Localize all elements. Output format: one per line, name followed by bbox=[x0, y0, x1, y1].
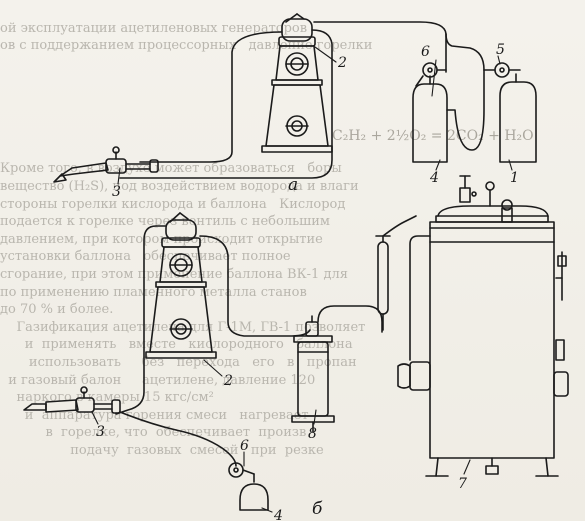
background-text-line: и газовый балон ацетилене, давление 120 bbox=[0, 372, 316, 388]
torch-b bbox=[23, 386, 121, 414]
label-a1: 1 bbox=[510, 170, 519, 186]
background-text-line: и применять вместе кислородного баллона bbox=[0, 337, 353, 353]
hose-a-acetylene-2 bbox=[139, 31, 283, 163]
torch-a bbox=[53, 146, 159, 183]
hose-a-between bbox=[446, 69, 485, 151]
label-b8: 8 bbox=[308, 426, 317, 442]
label-b6: 6 bbox=[240, 438, 249, 454]
hose-b-washer-out bbox=[317, 305, 383, 333]
background-text-line: Газификация ацетилена для Г-1М, ГВ-1 поз… bbox=[0, 319, 366, 335]
cylinder-a4 bbox=[412, 62, 448, 163]
label-b4: 4 bbox=[273, 508, 283, 521]
label-a2: 2 bbox=[337, 55, 347, 71]
background-text-line: до 70 % и более. bbox=[0, 302, 114, 318]
background-text-line: ой эксплуатации ацетиленовых генераторов bbox=[0, 20, 308, 36]
background-text-line: стороны горелки кислорода и баллона Кисл… bbox=[0, 196, 346, 212]
cylinder-a1 bbox=[483, 62, 537, 163]
background-text-line: в горелке, что обеспечивает произв bbox=[0, 425, 307, 441]
hose-a-oxygen bbox=[445, 33, 485, 71]
caption-b: б bbox=[312, 499, 323, 519]
background-text-line: подачу газовых смесей при резке bbox=[0, 443, 324, 458]
hose-a-acetylene bbox=[119, 29, 333, 179]
label-b2: 2 bbox=[223, 373, 233, 389]
diagram-a bbox=[53, 13, 537, 183]
washer-8 bbox=[291, 315, 335, 433]
background-text-line: ов с поддержанием процессорных давление … bbox=[0, 38, 373, 54]
background-text-line: по применению пламенного металла станов bbox=[0, 284, 307, 300]
label-a5: 5 bbox=[496, 42, 505, 58]
separator-tube bbox=[375, 215, 417, 331]
hose-b-to-washer bbox=[199, 235, 311, 337]
label-a4: 4 bbox=[429, 170, 439, 186]
background-text-line: использовать без перехода его в пропан bbox=[0, 355, 357, 370]
background-text-line: вещество (H₂S), под воздействием водород… bbox=[0, 179, 359, 194]
generator-7 bbox=[397, 175, 569, 477]
background-text-line: подается к горелке через вентиль с небол… bbox=[0, 214, 331, 230]
caption-a: а bbox=[288, 175, 298, 195]
generator-a bbox=[261, 13, 333, 153]
background-text-line: установки баллона обеспечивает полное bbox=[0, 249, 291, 265]
label-a6: 6 bbox=[421, 44, 430, 60]
label-b3: 3 bbox=[96, 424, 105, 440]
cylinder-b4 bbox=[228, 462, 269, 511]
diagram-b bbox=[23, 175, 569, 511]
hose-b-acetylene bbox=[115, 225, 167, 415]
hose-b-oxygen bbox=[119, 411, 237, 467]
generator-b bbox=[145, 212, 217, 359]
label-a3: 3 bbox=[112, 184, 121, 200]
hose-a-top bbox=[313, 21, 447, 73]
label-b7: 7 bbox=[458, 476, 467, 492]
background-text-line: давлением, при котором происходит открыт… bbox=[0, 231, 323, 247]
